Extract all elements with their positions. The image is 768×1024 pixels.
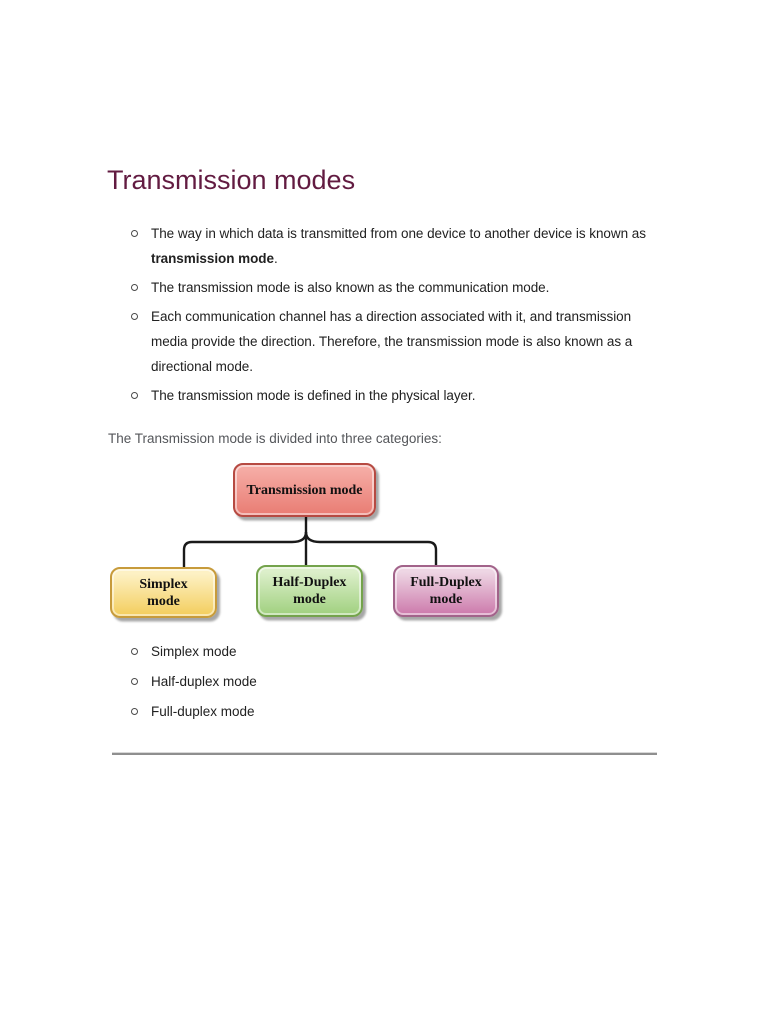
connector-lines	[182, 517, 438, 569]
connector-left	[182, 531, 308, 569]
diagram-node-full-duplex-mode: Full-Duplex mode	[393, 565, 499, 617]
circle-bullet-icon	[131, 707, 138, 715]
diagram-node-half-duplex-mode: Half-Duplex mode	[256, 565, 363, 617]
circle-bullet-icon	[131, 284, 138, 291]
diagram-node-label: Transmission mode	[246, 482, 363, 498]
transmission-modes-diagram: Transmission mode Simplex mode Half-Dupl…	[0, 460, 768, 630]
diagram-node-transmission-mode: Transmission mode	[233, 463, 376, 517]
horizontal-divider	[112, 752, 657, 755]
circle-bullet-icon	[131, 677, 138, 685]
bullet-item: The way in which data is transmitted fro…	[108, 221, 660, 271]
bullet-item: The transmission mode is also known as t…	[108, 275, 660, 300]
bullet-text: The transmission mode is also known as t…	[151, 280, 550, 295]
page-title: Transmission modes	[107, 165, 356, 195]
circle-bullet-icon	[131, 647, 138, 655]
mode-list-item: Full-duplex mode	[108, 696, 257, 726]
diagram-node-label: Half-Duplex mode	[272, 575, 347, 607]
bullet-text: Each communication channel has a directi…	[151, 309, 633, 374]
circle-bullet-icon	[131, 313, 138, 320]
diagram-node-label: Full-Duplex mode	[410, 575, 482, 607]
mode-list-item: Simplex mode	[108, 636, 257, 666]
diagram-node-simplex-mode: Simplex mode	[110, 567, 217, 618]
bullet-text-bold: transmission mode	[151, 251, 274, 266]
bullet-text: The transmission mode is defined in the …	[151, 388, 476, 403]
bullet-item: The transmission mode is defined in the …	[108, 383, 660, 408]
mode-bullet-list: Simplex mode Half-duplex mode Full-duple…	[108, 636, 257, 726]
mode-list-item: Half-duplex mode	[108, 666, 257, 696]
subtitle: The Transmission mode is divided into th…	[108, 431, 442, 446]
bullet-text-post: .	[273, 251, 278, 266]
circle-bullet-icon	[131, 230, 138, 237]
mode-list-text: Simplex mode	[151, 643, 237, 659]
circle-bullet-icon	[131, 392, 138, 399]
connector-right	[304, 531, 438, 567]
diagram-node-label: Simplex mode	[139, 576, 188, 609]
intro-bullet-list: The way in which data is transmitted fro…	[108, 221, 660, 412]
mode-list-text: Half-duplex mode	[151, 673, 257, 689]
mode-list-text: Full-duplex mode	[151, 703, 255, 719]
bullet-item: Each communication channel has a directi…	[108, 304, 660, 379]
bullet-text: The way in which data is transmitted fro…	[151, 221, 660, 271]
bullet-text-pre: The way in which data is transmitted fro…	[151, 226, 646, 241]
